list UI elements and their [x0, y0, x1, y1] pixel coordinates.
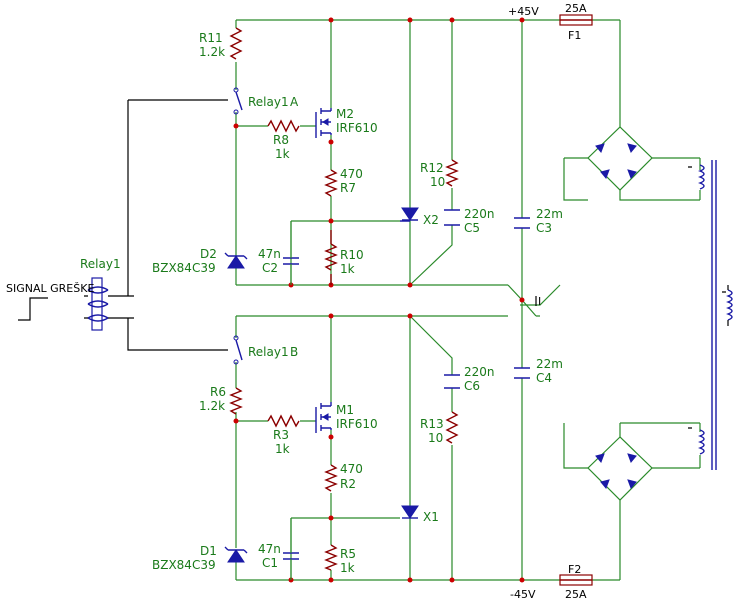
r13-value: 10 — [428, 431, 443, 445]
resistor-r6 — [229, 387, 243, 415]
relay-a-suffix: A — [290, 95, 299, 109]
c2-value: 47n — [258, 247, 281, 261]
d2-ref: D2 — [200, 247, 217, 261]
supply-pos-label: +45V — [508, 5, 539, 18]
labels: +45V -45V I 25A F1 F2 25A SIGNAL GREŠKE … — [6, 2, 587, 601]
m1-ref: M1 — [336, 403, 354, 417]
r8-ref: R8 — [273, 133, 289, 147]
r6-value: 1.2k — [199, 399, 225, 413]
r2-value: 470 — [340, 462, 363, 476]
r5-value: 1k — [340, 561, 355, 575]
supply-neg-label: -45V — [510, 588, 536, 601]
m2-ref: M2 — [336, 107, 354, 121]
r7-value: 470 — [340, 167, 363, 181]
resistor-r3 — [267, 414, 300, 428]
c6-value: 220n — [464, 365, 495, 379]
relay-b-label: Relay1 — [248, 345, 289, 359]
thyristor-x1 — [401, 505, 419, 519]
relay-wiring — [18, 99, 228, 351]
c5-ref: C5 — [464, 221, 480, 235]
capacitor-c6 — [444, 374, 460, 389]
relay-contact-a — [233, 87, 243, 115]
relay-coil — [84, 277, 126, 331]
c1-value: 47n — [258, 542, 281, 556]
relay-b-suffix: B — [290, 345, 298, 359]
r12-value: 10 — [430, 175, 445, 189]
resistor-r11 — [229, 27, 243, 60]
r5-ref: R5 — [340, 547, 356, 561]
fuse-f2-value: 25A — [565, 588, 587, 601]
r7-ref: R7 — [340, 181, 356, 195]
r2-ref: R2 — [340, 477, 356, 491]
capacitor-c1 — [283, 518, 299, 580]
resistor-r2 — [324, 464, 338, 492]
fuse-f1-value: 25A — [565, 2, 587, 15]
transformer — [688, 160, 733, 470]
capacitor-c5 — [444, 209, 460, 226]
mosfet-m2 — [315, 108, 332, 138]
fuse-f2 — [559, 574, 593, 586]
thyristor-x2 — [400, 207, 419, 222]
ground-label: I — [538, 295, 541, 308]
signal-label: SIGNAL GREŠKE — [6, 282, 94, 295]
r3-value: 1k — [275, 442, 290, 456]
bridge-rectifier-upper — [595, 143, 637, 179]
r8-value: 1k — [275, 147, 290, 161]
c2-ref: C2 — [262, 261, 278, 275]
relay-a-label: Relay1 — [248, 95, 289, 109]
r10-ref: R10 — [340, 248, 364, 262]
resistor-r10 — [324, 230, 338, 285]
c3-value: 22m — [536, 207, 563, 221]
r11-value: 1.2k — [199, 45, 225, 59]
d2-value: BZX84C39 — [152, 261, 216, 275]
resistor-r5 — [324, 544, 338, 571]
c6-ref: C6 — [464, 379, 480, 393]
r10-value: 1k — [340, 262, 355, 276]
capacitor-c2 — [283, 221, 299, 285]
mosfet-m1 — [315, 402, 332, 433]
c4-ref: C4 — [536, 371, 552, 385]
fuse-f1 — [559, 14, 593, 26]
x2-ref: X2 — [423, 213, 439, 227]
capacitor-c4 — [514, 367, 530, 379]
c3-ref: C3 — [536, 221, 552, 235]
d1-ref: D1 — [200, 544, 217, 558]
wiring — [235, 19, 701, 581]
r12-ref: R12 — [420, 161, 444, 175]
fuse-f1-ref: F1 — [568, 29, 581, 42]
m2-value: IRF610 — [336, 121, 378, 135]
bridge-rectifier-lower — [595, 453, 637, 489]
c5-value: 220n — [464, 207, 495, 221]
m1-value: IRF610 — [336, 417, 378, 431]
x1-ref: X1 — [423, 510, 439, 524]
fuse-f2-ref: F2 — [568, 563, 581, 576]
c4-value: 22m — [536, 357, 563, 371]
r6-ref: R6 — [210, 385, 226, 399]
r11-ref: R11 — [199, 31, 223, 45]
resistor-r12 — [445, 159, 459, 187]
resistor-r7 — [324, 169, 338, 197]
relay-coil-label: Relay1 — [80, 257, 121, 271]
zener-d2 — [224, 252, 248, 269]
r3-ref: R3 — [273, 428, 289, 442]
resistor-r8 — [267, 119, 300, 133]
capacitor-c3 — [514, 217, 530, 229]
d1-value: BZX84C39 — [152, 558, 216, 572]
zener-d1 — [224, 546, 248, 563]
c1-ref: C1 — [262, 556, 278, 570]
r13-ref: R13 — [420, 417, 444, 431]
resistor-r13 — [445, 411, 459, 444]
relay-contact-b — [233, 335, 243, 365]
